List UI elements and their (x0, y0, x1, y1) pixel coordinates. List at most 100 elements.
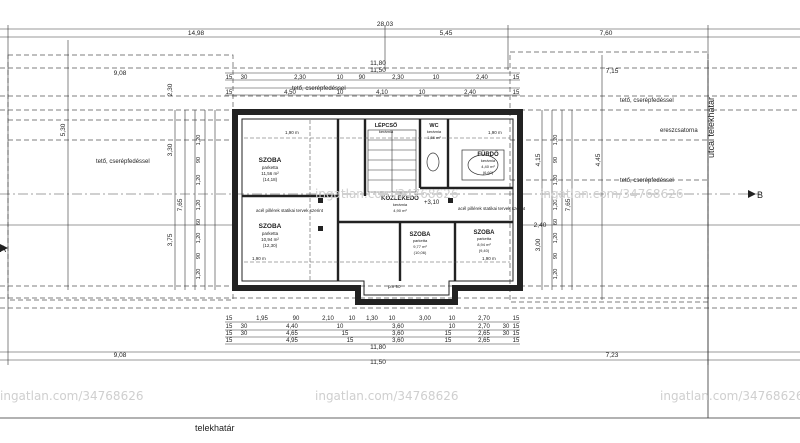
roof-label-left: tető, cserépfedéssel (96, 159, 150, 165)
dim-bot4-3: 3,60 (392, 338, 404, 344)
dim-bot1-4: 10 (349, 316, 356, 322)
stair (367, 129, 417, 193)
dim-right-col-2: 1,20 (553, 175, 559, 186)
dim-top1-8: 15 (513, 75, 520, 81)
dim-left-col-3: 1,20 (196, 200, 202, 211)
dim-top-11-80: 11,80 (370, 60, 386, 67)
roof-label-top: tető, cserépfedéssel (292, 86, 346, 92)
room-8-floor: parketta (477, 236, 492, 241)
dim-top2-1: 4,50 (284, 90, 296, 96)
interior-walls (242, 119, 513, 281)
dim-top2-3: 4,10 (376, 90, 388, 96)
room-1-area: 11,56 m² (261, 171, 279, 176)
dim-bot3-1: 30 (241, 331, 248, 337)
room-4-floor: kerámia (427, 129, 442, 134)
dim-bot1-6: 10 (389, 316, 396, 322)
watermark-3: ingatlan.com/34768626 (660, 389, 800, 403)
room-7-alt: (10,06) (414, 250, 427, 255)
dim-roof-left-230: 2,30 (167, 83, 174, 96)
section-label-a: A (0, 244, 6, 254)
roof-label-right-1: tető, cserépfedéssel (620, 98, 674, 104)
dim-bot3-5: 15 (445, 331, 452, 337)
room-7-name: SZOBA (410, 232, 432, 238)
room-4-area: 1,56 m² (427, 135, 441, 140)
level-marker: +3,10 (424, 200, 440, 206)
dim-bot2-7: 30 (503, 324, 510, 330)
dim-left-375: 3,75 (167, 233, 174, 246)
dim-bot2-8: 15 (513, 324, 520, 330)
watermark-2: ingatlan.com/34768626 (315, 389, 458, 403)
room-2-name: SZOBA (259, 223, 282, 230)
watermark-5: ingatlan.com/34768626 (315, 187, 458, 201)
dim-bot3-4: 3,60 (392, 331, 404, 337)
room-3-floor: kerámia (379, 129, 394, 134)
dim-bot1-5: 1,30 (366, 316, 378, 322)
dim-bot2-1: 30 (241, 324, 248, 330)
dim-bot1-2: 90 (293, 316, 300, 322)
room-2-alt: (12,30) (263, 243, 278, 248)
room-5-floor: kerámia (481, 158, 496, 163)
exterior-walls (232, 109, 523, 305)
dim-top1-3: 10 (337, 75, 344, 81)
dim-right-240: 2,40 (534, 222, 547, 229)
room-8-area: 8,94 m² (477, 242, 491, 247)
dim-left-765: 7,65 (177, 198, 184, 211)
section-label-b: B (757, 190, 763, 200)
room-7-area: 9,77 m² (413, 244, 427, 249)
dim-bot2-2: 4,40 (286, 324, 298, 330)
dim-right-col-4: 60 (553, 219, 559, 225)
room-8-alt: (9,40) (479, 248, 490, 253)
dim-right-col-1: 90 (553, 157, 559, 163)
room-7-floor: parketta (413, 238, 428, 243)
room-5-alt: (6,60) (483, 170, 494, 175)
dim-bottom-right: 7,23 (606, 352, 619, 359)
dim-left-col-7: 1,20 (196, 269, 202, 280)
roof-label-right-2: tető, cserépfedéssel (620, 178, 674, 184)
room-1-name: SZOBA (259, 157, 282, 164)
dim-right-col-3: 1,20 (553, 200, 559, 211)
dim-left-col-0: 1,20 (196, 135, 202, 146)
dim-bot4-2: 15 (347, 338, 354, 344)
property-boundary-label: telekhatár (195, 423, 235, 433)
dim-bot1-0: 15 (226, 316, 233, 322)
dim-top2-2: 10 (337, 90, 344, 96)
dim-left-col-5: 1,20 (196, 233, 202, 244)
dim-top1-4: 90 (359, 75, 366, 81)
dim-left-col-4: 60 (196, 219, 202, 225)
ceiling-lines (244, 120, 510, 280)
dim-right-col-7: 1,20 (553, 269, 559, 280)
dim-left-330: 3,30 (167, 143, 174, 156)
room-6-name: KÖZLEKEDŐ (381, 195, 419, 202)
dim-bot1-8: 10 (449, 316, 456, 322)
steel-pillar-note-right: acél pillérek statikai tervek szerint (458, 206, 526, 211)
dim-bot4-0: 15 (226, 338, 233, 344)
dim-bottom-11-50: 11,50 (370, 359, 386, 366)
dim-top2-4: 10 (419, 90, 426, 96)
dim-left-span: 14,98 (188, 30, 205, 37)
dim-top-11-50: 11,50 (370, 67, 386, 74)
room-5-name: FÜRDŐ (477, 151, 499, 158)
gutter-label: ereszcsatorna (660, 128, 698, 134)
dim-bot2-4: 3,60 (392, 324, 404, 330)
dim-mid-span: 5,45 (440, 30, 453, 37)
dim-bot3-8: 15 (513, 331, 520, 337)
dim-right-span: 7,60 (600, 30, 613, 37)
room-6-area: 4,90 m² (393, 208, 407, 213)
dim-roof-right: 7,15 (606, 68, 619, 75)
steel-pillars (318, 198, 453, 231)
dim-right-col-0: 1,20 (553, 135, 559, 146)
section-arrow-left (0, 244, 8, 252)
dim-bot1-3: 2,10 (322, 316, 334, 322)
dim-bot2-3: 10 (337, 324, 344, 330)
section-line (0, 190, 760, 252)
dim-bot4-5: 2,65 (478, 338, 490, 344)
dim-roof-left: 9,08 (114, 70, 127, 77)
watermark-1: ingatlan.com/34768626 (0, 389, 143, 403)
street-boundary-label: utcai telekhatár (706, 97, 716, 158)
dim-left-col-1: 90 (196, 157, 202, 163)
dim-top1-5: 2,30 (392, 75, 404, 81)
dim-right-415: 4,15 (535, 153, 542, 166)
dim-top1-0: 15 (226, 75, 233, 81)
dim-top2-5: 2,40 (464, 90, 476, 96)
